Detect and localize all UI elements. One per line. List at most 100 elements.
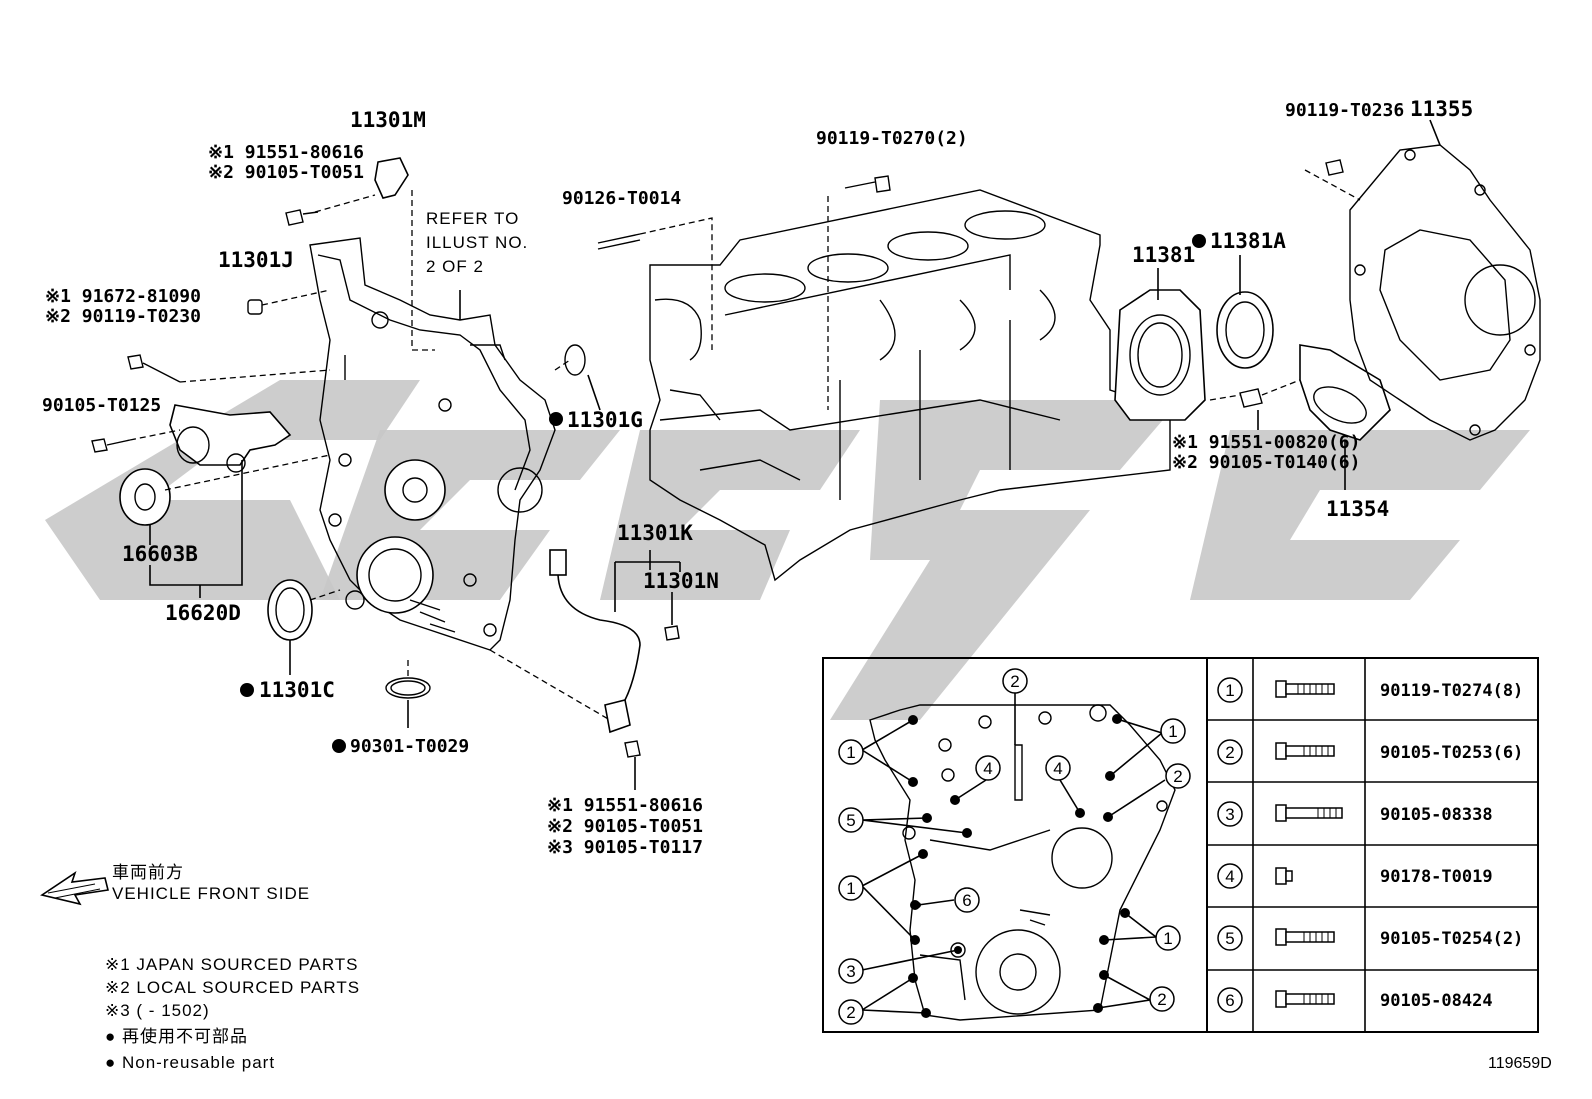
front-side-en: VEHICLE FRONT SIDE [112, 884, 310, 903]
label-11301K: 11301K [617, 521, 693, 545]
label-16620D: 16620D [165, 601, 241, 625]
sensor-harness [549, 549, 641, 734]
label-11301J: 11301J [218, 248, 294, 272]
solid-leaders [149, 119, 1441, 790]
legend-local-sourced: ※2 LOCAL SOURCED PARTS [105, 978, 360, 997]
bolt-icon [1275, 680, 1335, 698]
illustration-id: 119659D [1488, 1055, 1552, 1072]
bolt-icons [91, 159, 1344, 758]
callout-number: 6 [1225, 991, 1234, 1010]
bolt-icon [1275, 742, 1335, 760]
callout-number: 90105-08424 [1380, 991, 1493, 1011]
callout-labels: 11301M ※1 91551-80616 ※2 90105-T0051 113… [42, 97, 1473, 858]
bolt-icon [1275, 928, 1335, 946]
label-11301G: 11301G [567, 408, 643, 432]
idler-pulley [119, 468, 171, 526]
label-90126-T0014: 90126-T0014 [562, 188, 681, 209]
label-91551-80616-bot: ※1 91551-80616 [547, 795, 703, 816]
callout-number: 1 [1225, 681, 1234, 700]
timing-chain-cover [309, 237, 556, 651]
table-row: 1 90119-T0274(8) [1217, 677, 1523, 703]
table-row: 5 90105-T0254(2) [1217, 925, 1523, 951]
callout-number: 2 [1157, 990, 1166, 1009]
callout-number: 2 [1173, 767, 1182, 786]
label-90119-T0230: ※2 90119-T0230 [45, 306, 201, 327]
callout-number: 90105-08338 [1380, 805, 1493, 825]
bolt-table: 1 90119-T0274(8) 2 90105-T0253(6) 3 [1217, 677, 1523, 1013]
table-row: 4 90178-T0019 [1217, 863, 1493, 889]
inset-callout-circles: 1 1 2 5 4 4 2 1 6 1 3 2 2 [838, 668, 1191, 1025]
label-91551-80616-top: ※1 91551-80616 [208, 142, 364, 163]
front-oil-seal [267, 579, 313, 641]
label-11381A: 11381A [1210, 229, 1286, 253]
ref-note-line1: REFER TO [426, 209, 519, 228]
cylinder-block [649, 189, 1171, 582]
rear-oil-seal [1216, 291, 1274, 369]
label-11355: 11355 [1410, 97, 1473, 121]
non-reusable-dot [549, 412, 563, 426]
label-91551-00820: ※1 91551-00820(6) [1172, 432, 1360, 453]
legend-non-reusable-jp: ● 再使用不可部品 [105, 1026, 248, 1046]
non-reusable-dot [240, 683, 254, 697]
callout-number: 2 [846, 1003, 855, 1022]
legend-japan-sourced: ※1 JAPAN SOURCED PARTS [105, 955, 359, 974]
label-90105-T0051-top: ※2 90105-T0051 [208, 162, 364, 183]
callout-number: 1 [1163, 929, 1172, 948]
callout-number: 1 [1168, 722, 1177, 741]
front-side-jp: 車両前方 [112, 863, 184, 882]
label-16603B: 16603B [122, 542, 198, 566]
label-11354: 11354 [1326, 497, 1389, 521]
legend-non-reusable-en: ● Non-reusable part [105, 1053, 275, 1072]
callout-number: 2 [1010, 672, 1019, 691]
label-90105-T0051-bot: ※2 90105-T0051 [547, 816, 703, 837]
callout-number: 90119-T0274(8) [1380, 681, 1523, 701]
callout-number: 6 [962, 891, 971, 910]
non-reusable-dot [332, 739, 346, 753]
bolt-location-inset [822, 657, 1539, 1033]
ref-note-line3: 2 OF 2 [426, 257, 484, 276]
callout-number: 3 [1225, 805, 1234, 824]
label-11301N: 11301N [643, 569, 719, 593]
callout-number: 3 [846, 962, 855, 981]
callout-number: 2 [1225, 743, 1234, 762]
rear-seal-retainer [1114, 289, 1206, 421]
o-ring [564, 344, 586, 376]
callout-number: 90105-T0254(2) [1380, 929, 1523, 949]
dashed-leaders [129, 169, 1361, 721]
label-11301M: 11301M [350, 108, 426, 132]
vehicle-front-arrow [40, 871, 109, 906]
label-11301C: 11301C [259, 678, 335, 702]
callout-number: 5 [846, 811, 855, 830]
bolt-icon [1275, 804, 1343, 822]
label-11381: 11381 [1132, 243, 1195, 267]
label-90119-T0236: 90119-T0236 [1285, 100, 1404, 121]
service-hole-cover [1299, 344, 1391, 441]
table-row: 6 90105-08424 [1217, 987, 1493, 1013]
legend-date-range: ※3 ( - 1502) [105, 1001, 210, 1020]
crank-sensor [374, 157, 409, 199]
callout-number: 90105-T0253(6) [1380, 743, 1523, 763]
callout-number: 4 [1053, 759, 1062, 778]
callout-number: 1 [846, 879, 855, 898]
bolt-icon [1275, 990, 1335, 1008]
plug-icon [1275, 867, 1293, 885]
label-90105-T0117: ※3 90105-T0117 [547, 837, 703, 858]
callout-number: 5 [1225, 929, 1234, 948]
callout-number: 90178-T0019 [1380, 867, 1493, 887]
non-reusable-dot [1192, 234, 1206, 248]
table-row: 3 90105-08338 [1217, 801, 1493, 827]
end-plate [1349, 144, 1541, 441]
label-91672-81090: ※1 91672-81090 [45, 286, 201, 307]
label-90119-T0270: 90119-T0270(2) [816, 128, 968, 149]
tensioner-bracket [169, 404, 292, 473]
callout-number: 1 [846, 743, 855, 762]
callout-number: 4 [1225, 867, 1234, 886]
ref-note-line2: ILLUST NO. [426, 233, 528, 252]
callout-number: 4 [983, 759, 992, 778]
label-90105-T0140: ※2 90105-T0140(6) [1172, 452, 1360, 473]
legend: ※1 JAPAN SOURCED PARTS ※2 LOCAL SOURCED … [105, 955, 360, 1072]
oil-gasket [385, 677, 431, 699]
label-90105-T0125: 90105-T0125 [42, 395, 161, 416]
label-90301-T0029: 90301-T0029 [350, 736, 469, 757]
